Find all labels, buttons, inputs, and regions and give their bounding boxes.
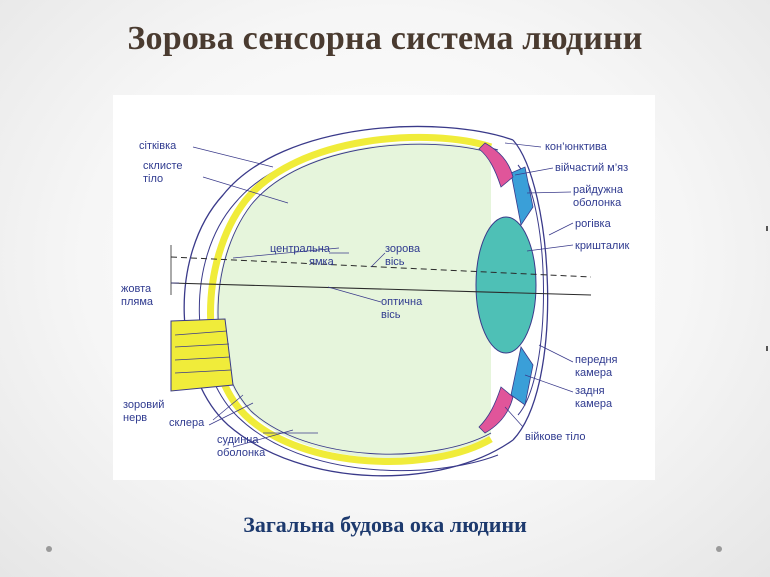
- label-conjunctiva: кон’юнктива: [545, 141, 608, 153]
- decor-tick-upper: [766, 226, 768, 231]
- vitreous-body: [216, 142, 491, 459]
- eye-diagram: сітківка склисте тіло центральна ямка зо…: [113, 95, 655, 480]
- pointer-lines: [171, 142, 574, 448]
- sclera-outline: [183, 125, 514, 477]
- label-anterior-chamber-1: передня: [575, 354, 618, 366]
- label-optical-axis-2: вісь: [381, 309, 401, 321]
- slide-title: Зорова сенсорна система людини: [127, 20, 643, 57]
- label-visual-axis-2: вісь: [385, 256, 405, 268]
- label-ciliary-muscle: війчастий м’яз: [555, 162, 628, 174]
- decor-dot-left: [46, 546, 52, 552]
- label-anterior-chamber-2: камера: [575, 367, 613, 379]
- label-retina: сітківка: [139, 140, 177, 152]
- label-iris-2: оболонка: [573, 197, 622, 209]
- optical-axis: [170, 282, 592, 296]
- ciliary-lower: [478, 386, 514, 434]
- retina-inner-line: [217, 143, 492, 455]
- lens: [475, 216, 537, 354]
- label-ciliary-body: війкове тіло: [525, 431, 586, 443]
- figure-caption: Загальна будова ока людини: [243, 512, 527, 537]
- label-cornea: рогівка: [575, 218, 612, 230]
- label-optical-axis-1: оптична: [381, 296, 423, 308]
- label-fovea-1: центральна: [270, 243, 331, 255]
- visual-axis: [170, 256, 592, 278]
- label-lens: кришталик: [575, 240, 629, 252]
- label-visual-axis-1: зорова: [385, 243, 421, 255]
- label-optic-nerve-1: зоровий: [123, 399, 164, 411]
- label-vitreous-2: тіло: [143, 173, 163, 185]
- label-choroid-1: судинна: [217, 434, 259, 446]
- label-optic-nerve-2: нерв: [123, 412, 147, 424]
- label-choroid-2: оболонка: [217, 447, 266, 459]
- ciliary-upper: [478, 142, 514, 188]
- optic-nerve: [170, 318, 234, 392]
- iris-upper: [510, 166, 534, 227]
- decor-dot-right: [716, 546, 722, 552]
- eye-diagram-svg: сітківка склисте тіло центральна ямка зо…: [121, 125, 629, 477]
- label-iris-1: райдужна: [573, 184, 624, 196]
- iris-lower: [510, 345, 534, 406]
- label-macula-1: жовта: [121, 283, 152, 295]
- label-posterior-chamber-1: задня: [575, 385, 605, 397]
- label-macula-2: пляма: [121, 296, 154, 308]
- label-fovea-2: ямка: [309, 256, 335, 268]
- retina-layer: [207, 133, 493, 465]
- label-vitreous-1: склисте: [143, 160, 183, 172]
- decor-tick-lower: [766, 346, 768, 351]
- label-sclera: склера: [169, 417, 205, 429]
- label-posterior-chamber-2: камера: [575, 398, 613, 410]
- cornea-shape: [512, 139, 549, 441]
